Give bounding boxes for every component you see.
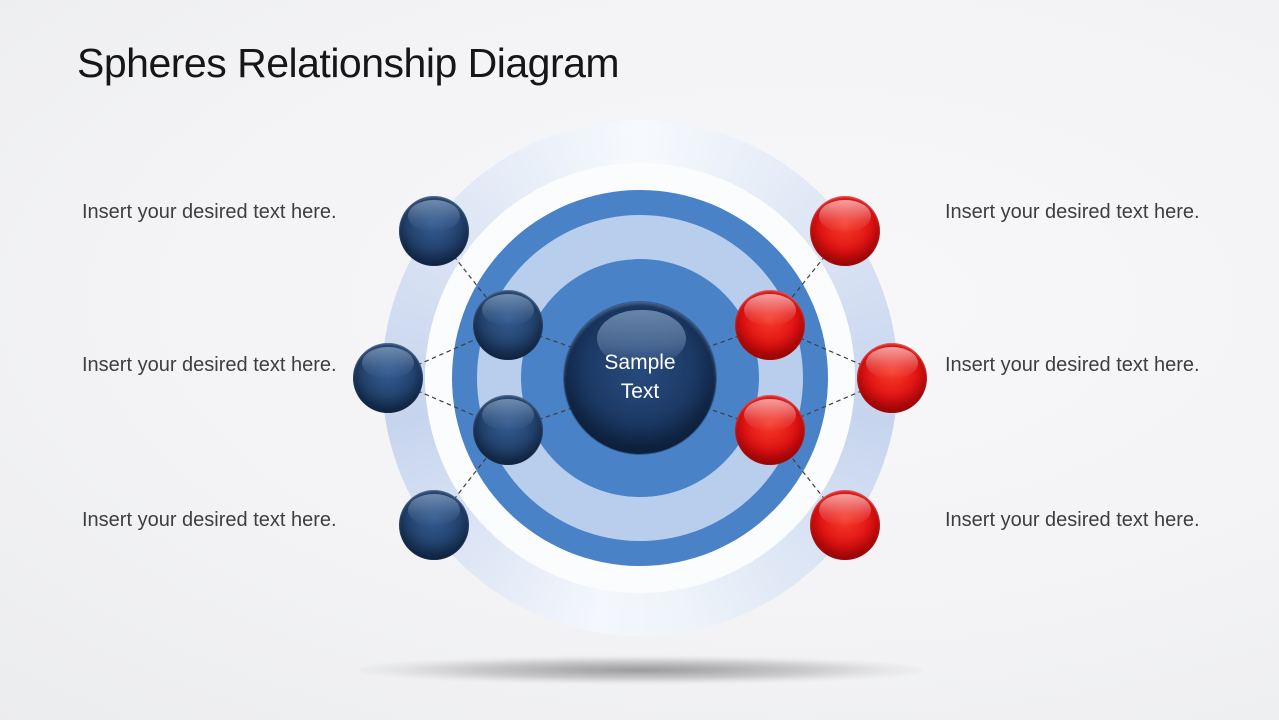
diagram-ground-shadow: [358, 656, 923, 684]
red-sphere-outer-top: [810, 196, 880, 266]
text-placeholder-right-middle: Insert your desired text here.: [945, 354, 1200, 376]
navy-sphere-outer-bottom: [399, 490, 469, 560]
text-placeholder-right-top: Insert your desired text here.: [945, 201, 1200, 223]
navy-sphere-outer-top: [399, 196, 469, 266]
text-placeholder-left-middle: Insert your desired text here.: [82, 354, 337, 376]
center-sphere: Sample Text: [564, 302, 716, 454]
navy-sphere-outer-middle: [353, 343, 423, 413]
red-sphere-outer-middle: [857, 343, 927, 413]
red-sphere-outer-bottom: [810, 490, 880, 560]
red-sphere-inner-upper: [735, 290, 805, 360]
navy-sphere-inner-lower: [473, 395, 543, 465]
text-placeholder-left-top: Insert your desired text here.: [82, 201, 337, 223]
text-placeholder-right-bottom: Insert your desired text here.: [945, 509, 1200, 531]
navy-sphere-inner-upper: [473, 290, 543, 360]
red-sphere-inner-lower: [735, 395, 805, 465]
slide-title: Spheres Relationship Diagram: [77, 40, 620, 86]
center-sphere-label: Sample Text: [604, 351, 676, 403]
text-placeholder-left-bottom: Insert your desired text here.: [82, 509, 337, 531]
